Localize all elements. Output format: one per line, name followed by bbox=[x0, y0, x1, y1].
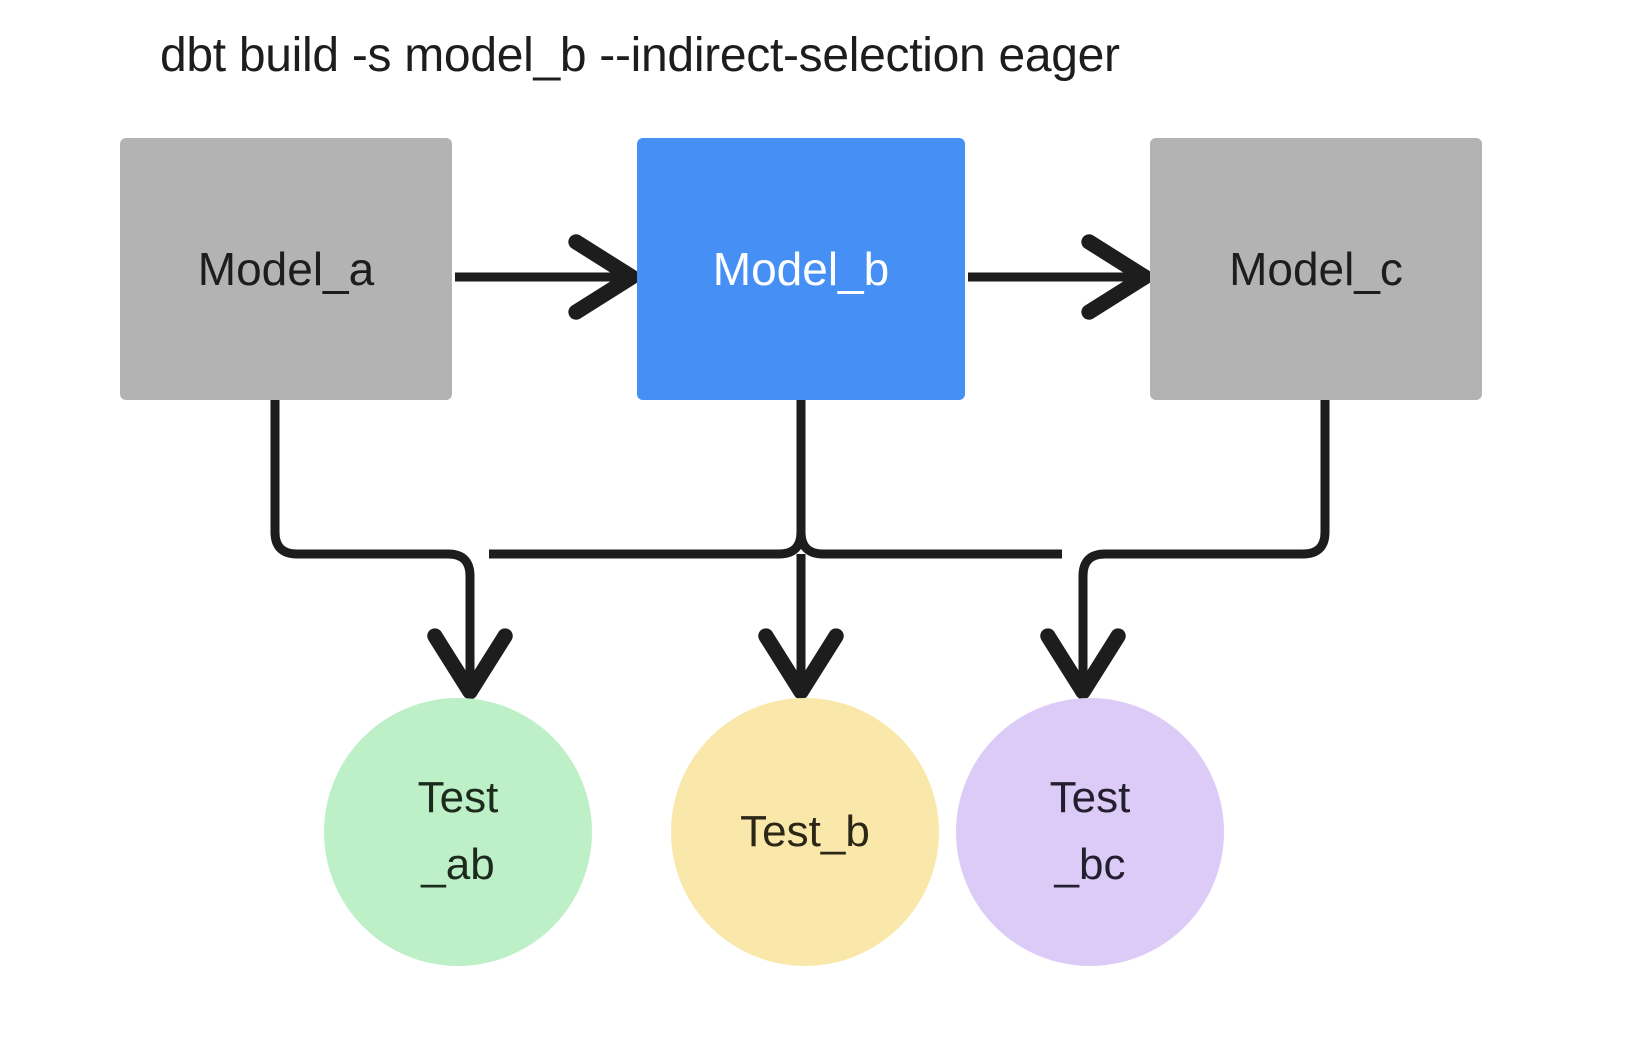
node-model-b[interactable]: Model_b bbox=[637, 138, 965, 400]
node-test-b-label-line1: Test_b bbox=[740, 806, 870, 856]
node-model-c-label: Model_c bbox=[1229, 243, 1403, 295]
node-test-bc[interactable]: Test _bc bbox=[956, 698, 1224, 966]
node-test-ab-label-line1: Test bbox=[417, 773, 499, 823]
node-test-b[interactable]: Test_b bbox=[671, 698, 939, 966]
edge-arrow-to-test-ab bbox=[427, 549, 513, 700]
diagram-title: dbt build -s model_b --indirect-selectio… bbox=[160, 29, 1120, 82]
node-model-b-label: Model_b bbox=[712, 243, 890, 295]
node-test-ab[interactable]: Test _ab bbox=[324, 698, 592, 966]
node-model-a-label: Model_a bbox=[197, 243, 375, 295]
edge-model-b-to-test-bc bbox=[796, 400, 1062, 559]
node-model-a[interactable]: Model_a bbox=[120, 138, 452, 400]
node-test-bc-label-line1: Test bbox=[1049, 773, 1131, 823]
edge-model-c-to-test-bc bbox=[1105, 400, 1330, 559]
edge-model-a-to-test-ab bbox=[270, 400, 448, 559]
node-test-ab-label-line2: _ab bbox=[421, 840, 495, 889]
node-model-c[interactable]: Model_c bbox=[1150, 138, 1482, 400]
edge-arrow-to-test-bc bbox=[1040, 549, 1126, 700]
node-test-bc-label-line2: _bc bbox=[1054, 840, 1126, 889]
edge-model-b-to-test-ab bbox=[489, 400, 806, 559]
